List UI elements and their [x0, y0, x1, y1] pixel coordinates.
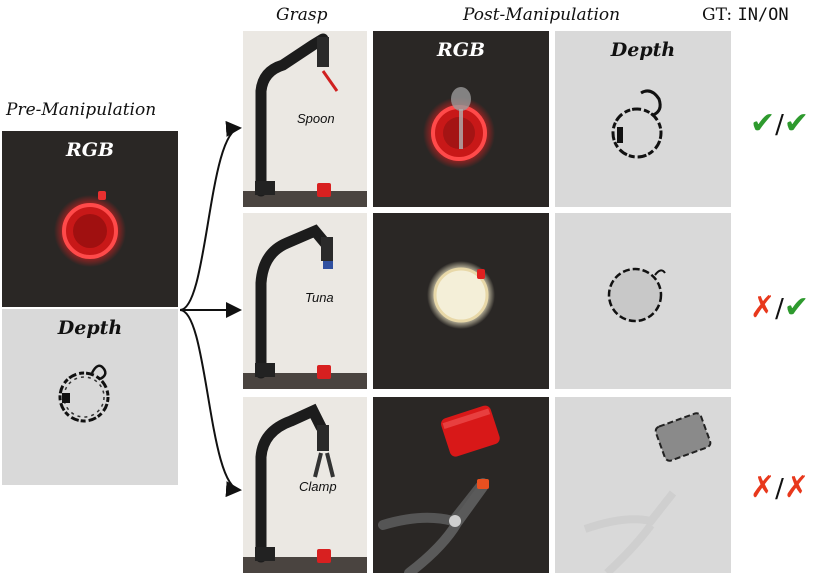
- post-depth-tuna-image: [607, 267, 666, 323]
- arrow-to-spoon: [179, 120, 242, 311]
- verdict-clamp: ✗/✗: [750, 470, 809, 505]
- verdict-in-spoon: ✔: [750, 106, 776, 141]
- grasp-header: Grasp: [276, 5, 328, 25]
- verdict-tuna: ✗/✔: [750, 290, 809, 325]
- pre-rgb-panel: RGB: [2, 131, 178, 307]
- robot-arm-clamp-image: [243, 397, 367, 573]
- post-depth-spoon-image: [611, 89, 663, 159]
- pre-rgb-cup-image: [54, 191, 126, 267]
- post-rgb-panel-clamp: [373, 397, 549, 573]
- post-rgb-label-spoon: RGB: [436, 39, 486, 61]
- pre-depth-cup-image: [58, 364, 110, 423]
- object-label-clamp: Clamp: [299, 479, 337, 494]
- verdict-on-tuna: ✔: [783, 290, 810, 325]
- gt-value: IN/ON: [737, 5, 789, 25]
- post-depth-clamp-image: [583, 412, 712, 573]
- object-label-tuna: Tuna: [305, 290, 334, 305]
- verdict-on-spoon: ✔: [783, 106, 810, 141]
- post-depth-panel-tuna: [555, 213, 731, 389]
- post-rgb-panel-tuna: [373, 213, 549, 389]
- verdict-in-tuna: ✗: [750, 290, 776, 325]
- post-manipulation-header: Post-Manipulation: [463, 5, 621, 25]
- verdict-on-clamp: ✗: [783, 470, 810, 505]
- grasp-panel-clamp: Clamp: [243, 397, 367, 573]
- post-depth-panel-clamp: [555, 397, 731, 573]
- post-rgb-panel-spoon: RGB: [373, 31, 549, 207]
- post-depth-label-spoon: Depth: [610, 39, 676, 61]
- pre-depth-panel: Depth: [2, 309, 178, 485]
- pre-rgb-label: RGB: [65, 139, 115, 161]
- pre-manipulation-header: Pre-Manipulation: [6, 100, 157, 120]
- grasp-panel-tuna: Tuna: [243, 213, 367, 389]
- post-rgb-clamp-image: [378, 405, 500, 573]
- branch-arrows: [179, 120, 242, 498]
- grasp-panel-spoon: Spoon: [243, 31, 367, 207]
- post-rgb-tuna-image: [427, 261, 495, 329]
- verdict-sep-clamp: /: [775, 474, 784, 504]
- post-depth-panel-spoon: Depth: [555, 31, 731, 207]
- post-rgb-spoon-image: [423, 87, 495, 169]
- arrow-to-clamp: [179, 309, 242, 498]
- robot-arm-tuna-image: [243, 213, 367, 389]
- verdict-sep-tuna: /: [775, 294, 784, 324]
- verdict-spoon: ✔/✔: [750, 106, 809, 141]
- robot-arm-spoon-image: [243, 31, 367, 207]
- gt-prefix: GT:: [702, 5, 733, 25]
- verdict-in-clamp: ✗: [750, 470, 776, 505]
- pre-depth-label: Depth: [57, 317, 123, 339]
- gt-legend: GT: IN/ON: [702, 5, 789, 25]
- verdict-sep-spoon: /: [775, 110, 784, 140]
- object-label-spoon: Spoon: [297, 111, 335, 126]
